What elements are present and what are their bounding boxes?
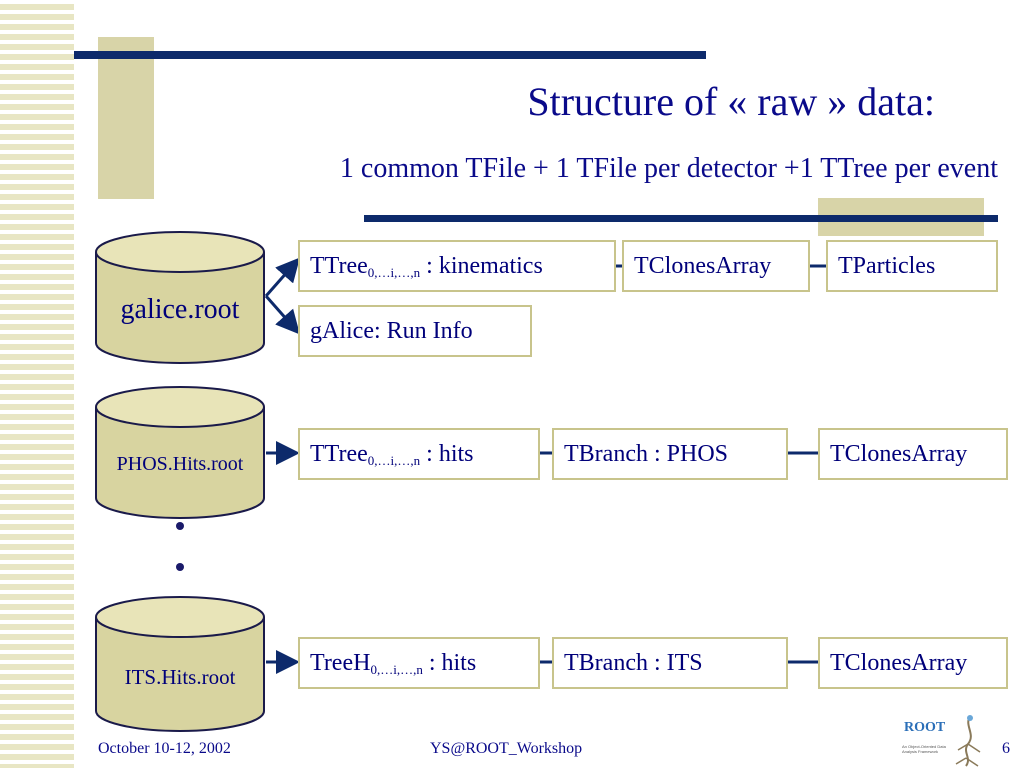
its-tclonesarray-box: TClonesArray — [818, 637, 1008, 689]
ttree-suffix: : hits — [420, 441, 474, 467]
cylinder-shape — [95, 386, 265, 519]
tparticles-box: TParticles — [826, 240, 998, 292]
ttree-name: TTree — [310, 253, 368, 279]
its-hits-cylinder: ITS.Hits.root — [94, 595, 266, 733]
galice-root-label: galice.root — [120, 294, 240, 325]
its-tbranch-box: TBranch : ITS — [552, 637, 788, 689]
tclonesarray-label: TClonesArray — [830, 441, 968, 467]
title-accent-block — [98, 37, 154, 199]
treeh-index: 0,…i,…,n — [370, 662, 423, 677]
slide-title: Structure of « raw » data: — [527, 79, 935, 124]
galice-ttree-box: TTree0,…i,…,n : kinematics — [298, 240, 616, 292]
phos-hits-cylinder: PHOS.Hits.root — [94, 385, 266, 520]
footer-event: YS@ROOT_Workshop — [430, 740, 583, 757]
ttree-index: 0,…i,…,n — [367, 453, 421, 468]
root-logo-text: ROOT — [904, 720, 946, 735]
tclonesarray-label: TClonesArray — [830, 650, 968, 676]
galice-tclonesarray-box: TClonesArray — [622, 240, 810, 292]
ellipsis-dot — [176, 563, 184, 571]
phos-tclonesarray-box: TClonesArray — [818, 428, 1008, 480]
bottom-rule — [364, 215, 998, 222]
top-rule — [74, 51, 706, 59]
ttree-suffix: : kinematics — [420, 253, 543, 279]
phos-ttree-box: TTree0,…i,…,n : hits — [298, 428, 540, 480]
phos-tbranch-box: TBranch : PHOS — [552, 428, 788, 480]
galice-arrow-down — [264, 295, 300, 335]
ttree-name: TTree — [310, 441, 368, 467]
ttree-index: 0,…i,…,n — [367, 265, 421, 280]
page-number: 6 — [1002, 740, 1010, 757]
root-logo-tagline: An Object-Oriented Data Analysis Framewo… — [902, 744, 946, 754]
ellipsis-dot — [176, 522, 184, 530]
decorative-stripes — [0, 0, 74, 768]
tbranch-label: TBranch : ITS — [564, 650, 703, 676]
treeh-suffix: : hits — [422, 650, 477, 676]
its-hits-label: ITS.Hits.root — [124, 665, 236, 689]
root-tree-icon — [955, 715, 981, 767]
galice-runinfo-box: gAlice: Run Info — [298, 305, 532, 357]
slide-subtitle: 1 common TFile + 1 TFile per detector +1… — [339, 153, 998, 184]
cylinder-shape — [95, 231, 265, 364]
runinfo-label: gAlice: Run Info — [310, 318, 473, 344]
tparticles-label: TParticles — [838, 253, 936, 279]
cylinder-shape — [95, 596, 265, 732]
its-treeh-box: TreeH0,…i,…,n : hits — [298, 637, 540, 689]
tclonesarray-label: TClonesArray — [634, 253, 772, 279]
galice-arrow-up — [264, 257, 300, 297]
tbranch-label: TBranch : PHOS — [564, 441, 728, 467]
phos-hits-label: PHOS.Hits.root — [116, 453, 244, 475]
footer-date: October 10-12, 2002 — [98, 740, 231, 757]
galice-root-cylinder: galice.root — [94, 230, 266, 365]
treeh-name: TreeH — [310, 650, 371, 676]
